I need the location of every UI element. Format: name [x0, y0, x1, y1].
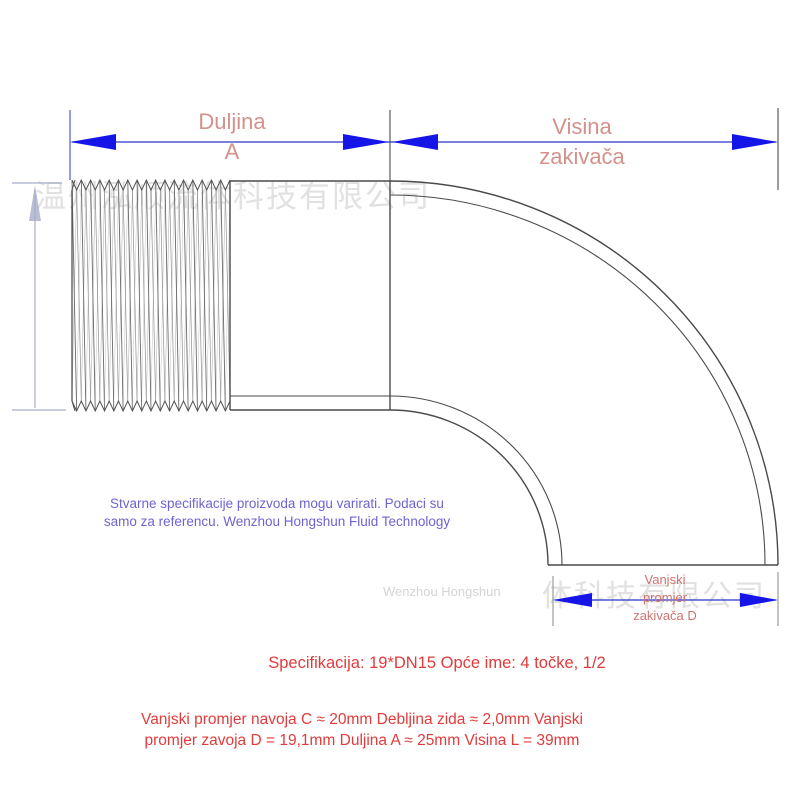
arrow-length-a-right — [343, 134, 389, 150]
elbow-outer-bend-outer-wall — [389, 180, 779, 566]
specification-details-line2: promjer zavoja D = 19,1mm Duljina A ≈ 25… — [144, 732, 580, 749]
thread-root-line — [113, 189, 119, 402]
thread-crest-line — [118, 179, 124, 412]
thread-root-line — [150, 189, 156, 402]
outer-diameter-d-label-line2: promjer — [642, 590, 688, 605]
watermark-bottom-en: Wenzhou Hongshun — [383, 584, 501, 599]
specification-details-line1: Vanjski promjer navoja C ≈ 20mm Debljina… — [141, 711, 583, 728]
outer-diameter-d-label-line3: zakivača D — [633, 608, 697, 623]
thread-crest-line — [71, 179, 78, 412]
disclaimer-line2: samo za referencu. Wenzhou Hongshun Flui… — [103, 514, 451, 529]
thread-root-line — [225, 189, 231, 402]
outer-diameter-d-label: Vanjski promjer zakivača D — [605, 571, 725, 625]
thread-crest-line — [155, 179, 161, 412]
thread-root-line — [85, 189, 91, 402]
thread-root-line — [94, 189, 101, 402]
specification-line: Specifikacija: 19*DN15 Opće ime: 4 točke… — [268, 654, 606, 672]
arrow-height-right — [732, 134, 778, 150]
thread-root-line — [206, 189, 212, 402]
specification-details: Vanjski promjer navoja C ≈ 20mm Debljina… — [62, 709, 662, 751]
length-a-label-line2: A — [224, 139, 240, 164]
disclaimer-line1: Stvarne specifikacije proizvoda mogu var… — [110, 496, 444, 511]
thread-crest-line — [201, 179, 208, 412]
elbow-inner-bend-outer-wall — [389, 409, 549, 566]
thread-crest-line — [80, 179, 87, 412]
thread-crest-line — [99, 179, 105, 412]
thread-root-line — [159, 189, 166, 402]
thread-crest-line — [108, 179, 115, 412]
thread-crest-line — [192, 179, 198, 412]
thread-crest-line — [210, 179, 217, 412]
thread-crest-line — [183, 179, 189, 412]
elbow-outer-bend-inner-wall — [389, 194, 766, 566]
thread-bottom-profile — [71, 399, 231, 413]
thread-root-line — [197, 189, 203, 402]
thread-root-line — [178, 189, 184, 402]
length-a-label-line1: Duljina — [198, 109, 266, 134]
thread-root-line — [141, 189, 147, 402]
arrow-d-right — [740, 593, 778, 607]
thread-chamfer-top — [71, 179, 76, 191]
thread-root-line — [187, 189, 194, 402]
outer-diameter-d-label-line1: Vanjski — [644, 572, 686, 587]
length-a-label: Duljina A — [152, 107, 312, 167]
thread-top-profile — [71, 178, 231, 192]
thread-crest-line — [136, 179, 143, 412]
thread-root-line — [169, 189, 175, 402]
thread-crest-line — [164, 179, 171, 412]
height-label-line2: zakivača — [539, 144, 625, 169]
thread-crest-line — [220, 179, 226, 412]
disclaimer-note: Stvarne specifikacije proizvoda mogu var… — [77, 495, 477, 531]
arrow-d-left — [553, 593, 592, 607]
elbow-inner-bend-inner-wall — [389, 395, 563, 566]
thread-crest-line — [173, 179, 180, 412]
thread-root-line — [215, 189, 222, 402]
thread-root-line — [132, 189, 138, 402]
arrow-height-left — [392, 134, 438, 150]
thread-crest-line — [127, 179, 133, 412]
thread-crest-line — [145, 179, 152, 412]
thread-section — [71, 178, 231, 413]
height-label: Visina zakivača — [502, 112, 662, 172]
thread-root-line — [122, 189, 129, 402]
height-label-line1: Visina — [552, 114, 612, 139]
thread-root-line — [76, 189, 82, 402]
thread-chamfer-bottom — [71, 400, 76, 412]
arrow-left-dimension-top — [29, 185, 41, 221]
thread-crest-line — [90, 179, 96, 412]
thread-root-line — [104, 189, 110, 402]
arrow-length-a-left — [70, 134, 116, 150]
